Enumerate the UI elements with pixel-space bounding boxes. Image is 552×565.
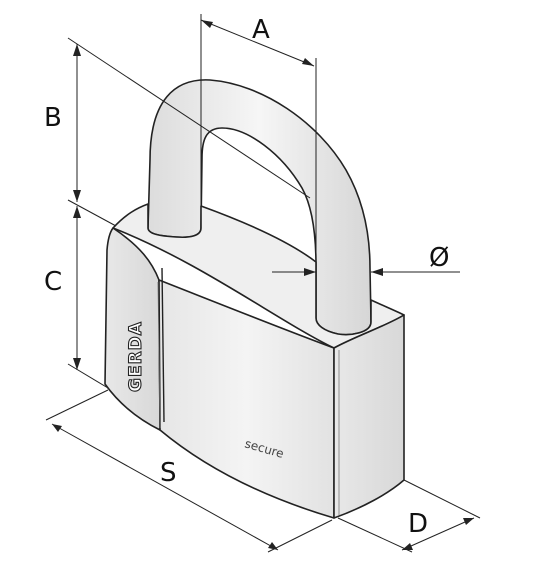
- arrow-s-left: [52, 424, 62, 432]
- extension-line-d-right: [403, 479, 481, 519]
- extension-line-s-right: [267, 519, 333, 553]
- dimension-line-a: [200, 19, 315, 67]
- arrow-diameter-left: [304, 268, 316, 276]
- extension-line-b-bottom: [67, 199, 117, 227]
- label-a: A: [252, 15, 270, 45]
- arrow-b-top: [73, 44, 81, 56]
- label-s: S: [160, 458, 177, 488]
- body-front-edge: [157, 281, 161, 429]
- arrow-s-right: [268, 542, 278, 550]
- body-right-face: [333, 314, 405, 519]
- arrow-c-bottom: [73, 358, 81, 370]
- label-b: B: [44, 103, 62, 133]
- dimension-lines: [45, 14, 481, 553]
- arrow-b-bottom: [73, 190, 81, 202]
- arrow-d-right: [463, 518, 474, 525]
- arrowheads: [52, 20, 474, 550]
- extension-line-c-bottom: [67, 363, 109, 389]
- arrow-d-left: [402, 543, 413, 550]
- dimension-line-s: [51, 423, 279, 551]
- arrow-c-top: [73, 206, 81, 218]
- arrow-a-left: [201, 20, 213, 28]
- body-left-face: [104, 227, 161, 431]
- brand-label: GERDA: [126, 321, 146, 392]
- extension-line-d-left: [337, 517, 413, 553]
- body-edge-line: [161, 267, 165, 423]
- extension-line-b-top: [67, 37, 311, 199]
- dimension-line-d: [401, 517, 475, 551]
- label-diameter: Ø: [429, 243, 449, 273]
- label-d: D: [408, 509, 428, 539]
- extension-line-s-left: [45, 389, 109, 421]
- arrow-a-right: [302, 58, 314, 66]
- lock-body: [104, 203, 405, 519]
- label-c: C: [44, 267, 62, 297]
- arrow-diameter-right: [371, 268, 383, 276]
